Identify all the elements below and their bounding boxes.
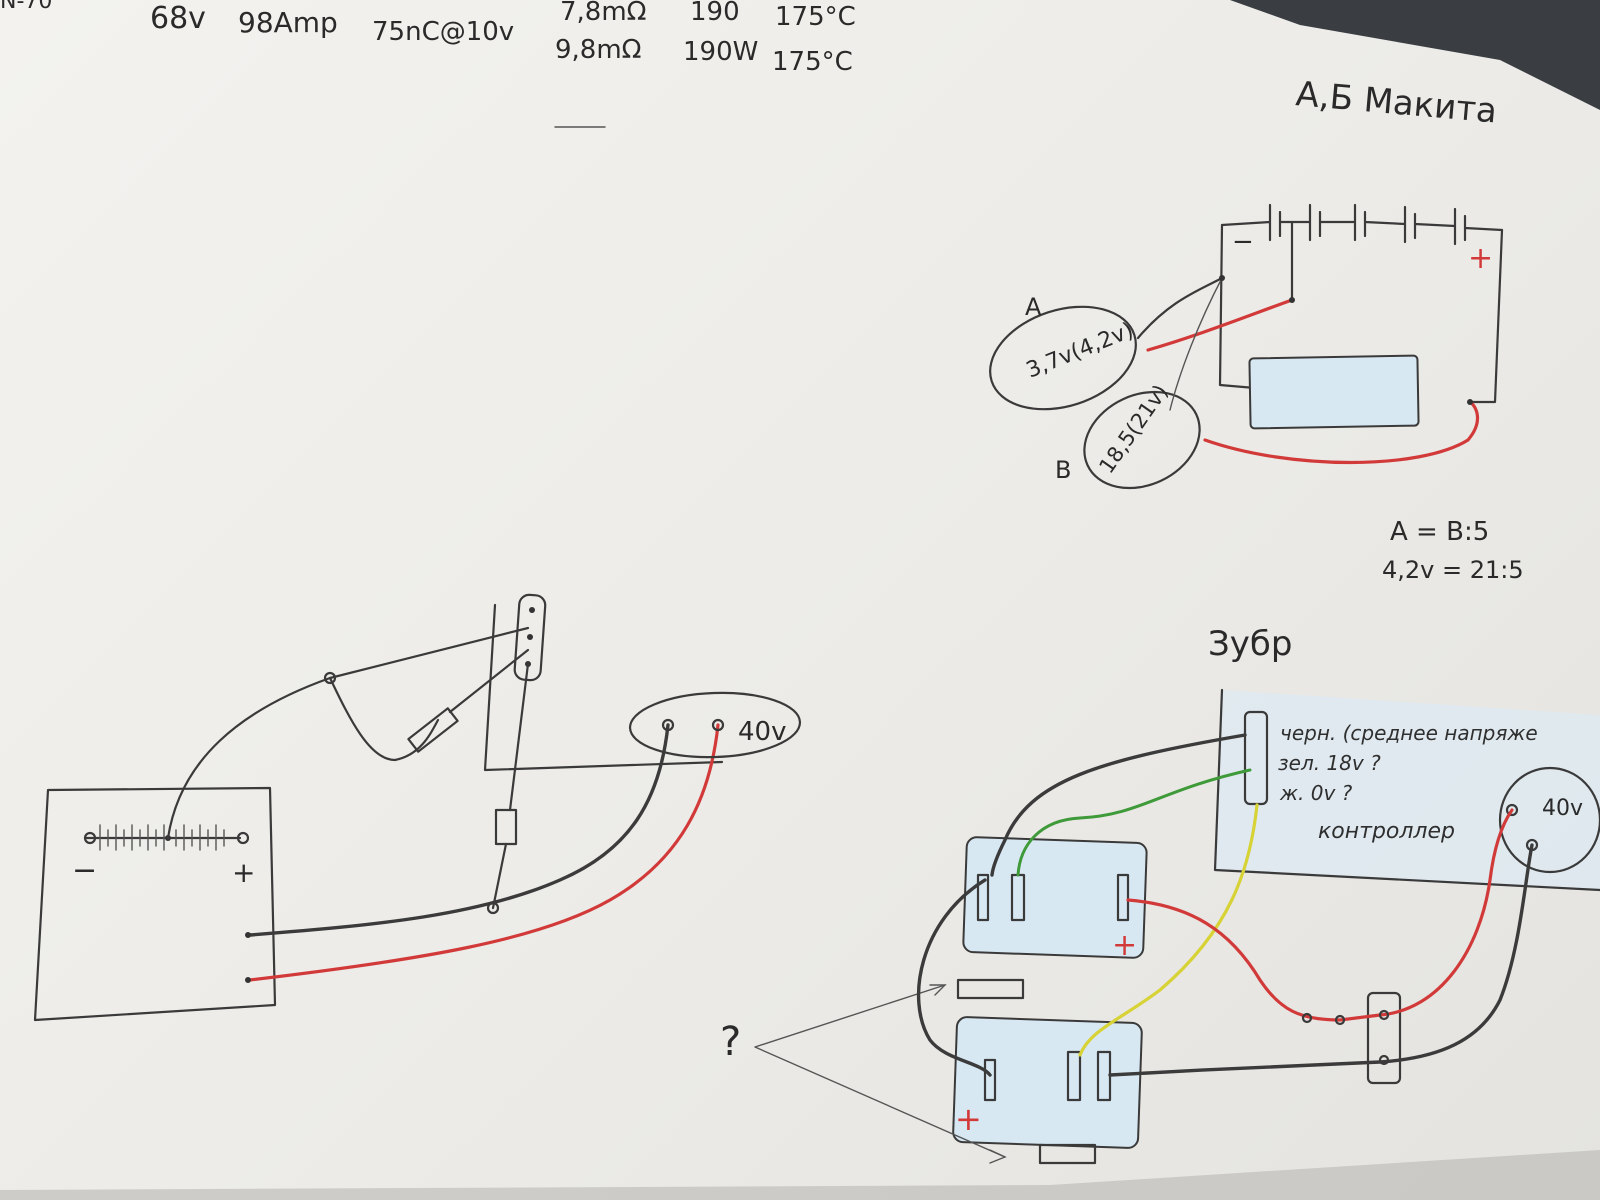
wire-black-packs [917,878,992,1077]
pin-1 [529,607,535,613]
left-minus: − [72,853,97,888]
pack-2-terminal-1 [983,1058,997,1102]
left-terminal-minus [83,831,97,845]
pack-1-tab [956,978,1025,1000]
zubr-switch [1366,991,1402,1085]
arrow-heads [929,984,1007,1164]
wire-a-black [1136,276,1224,340]
pack-1-plus: + [1112,928,1137,963]
controller-panel [1215,690,1600,890]
makita-module [1248,354,1420,430]
background-corner [1230,0,1600,110]
wire-b-thin [1169,277,1223,411]
node-3 [1467,399,1473,405]
pack-2-terminal-2 [1066,1050,1082,1102]
left-output-label: 40v [738,717,786,747]
pin-2 [527,634,533,640]
cell-ticks [99,824,225,851]
node-2 [1289,297,1295,303]
formula-2: 4,2v = 21:5 [1382,556,1524,584]
label-a: A [1025,293,1042,321]
makita-minus: − [1232,227,1254,257]
battery-right-rail [1468,228,1504,404]
pack-2-plus: + [955,1100,982,1138]
pack-2-tab [1038,1143,1097,1165]
controller-label: контроллер [1318,819,1455,844]
wire-green-controller [1016,768,1252,877]
out-node-1 [245,932,251,938]
spec-power-1: 190 [690,0,740,27]
zubr-diagram: Зубр черн. (среднее напряже зел. 18v ? ж… [720,624,1600,1165]
out-node-2 [245,977,251,983]
spec-voltage: 68v [150,1,206,36]
header-fragment: N-70 [0,0,52,14]
makita-title: А,Б Макита [1294,74,1498,131]
spec-charge: 75nC@10v [372,17,514,47]
oval-a-text: 3,7v(4,2v) [1023,318,1137,384]
label-b: B [1055,456,1071,484]
switch-node-1 [1301,1012,1313,1024]
spec-rdson-2: 9,8mΩ [555,35,642,65]
out-terminal-1 [661,718,675,732]
wire-black-controller [990,733,1247,877]
controller-line-3: ж. 0v ? [1279,781,1353,805]
oval-b [1083,390,1201,490]
paper-bottom-edge [0,1150,1600,1200]
left-battery-box [33,786,277,1022]
resistor-1 [407,707,459,753]
zubr-output-label: 40v [1542,796,1583,821]
wire-b-red [1203,400,1480,465]
zubr-output-oval [1498,766,1600,874]
pin-3-lead [508,662,530,812]
spec-power-2: 190W [683,37,758,67]
controller-frame [1213,688,1600,892]
left-terminal-plus [236,831,250,845]
resistor-2 [494,808,518,846]
left-plus: + [232,856,255,889]
question-arrows [754,984,1006,1158]
divider-node [323,671,337,685]
divider-loop [328,676,440,762]
left-output-black [248,723,670,937]
wire-yellow-controller [1078,803,1259,1057]
spec-rdson-1: 7,8mΩ [560,0,647,27]
left-output-red [248,723,720,982]
controller-line-2: зел. 18v ? [1278,751,1381,775]
pack-1-terminal-1 [976,873,990,922]
node-1 [1219,275,1225,281]
spec-current: 98Amp [238,6,338,39]
switch-node-3 [1378,1009,1390,1021]
switch-node-2 [1334,1014,1346,1026]
wire-a-red [1146,298,1294,352]
zubr-out-terminal-1 [1505,803,1519,817]
left-diagram: − + 40v [33,593,802,1022]
question-mark: ? [720,1019,741,1065]
divider-top-wire [166,626,530,840]
wire-black-output [1108,843,1534,1077]
ground-bus [483,603,724,772]
left-output-oval [628,691,802,759]
switch-node-4 [1378,1054,1390,1066]
resistor-2-lead [491,842,508,910]
zubr-title: Зубр [1208,624,1292,664]
formula-1: A = B:5 [1390,517,1489,547]
spec-temp-1: 175°C [775,2,856,32]
makita-plus: + [1468,241,1493,276]
pack-1-terminal-3 [1116,873,1130,922]
spec-temp-2: 175°C [772,47,853,77]
oval-a [989,305,1137,411]
battery-string [1220,203,1504,246]
controller-line-1: черн. (среднее напряже [1280,721,1538,745]
out-terminal-2 [711,718,725,732]
spec-header: N-70 7,8mΩ 190 175°C 68v 98Amp 75nC@10v … [0,0,856,128]
makita-diagram: А,Б Макита − + 3,7v(4,2v) A 18,5(21v) B … [989,74,1524,584]
